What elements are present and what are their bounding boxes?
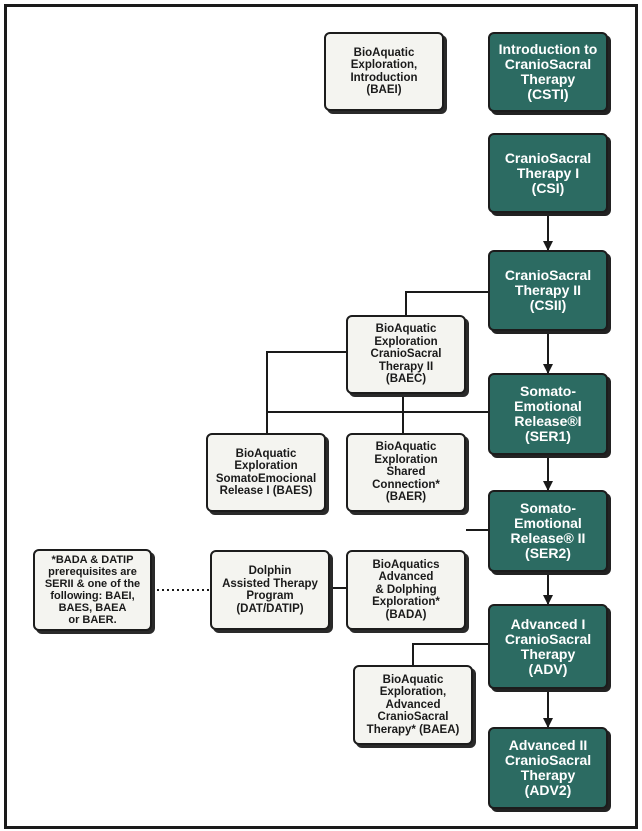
connector-csii-baec	[405, 291, 488, 315]
box-adv2-label: Advanced II CranioSacral Therapy (ADV2)	[504, 737, 592, 798]
box-baes: BioAquatic Exploration SomatoEmocional R…	[206, 433, 326, 512]
prerequisites-note-text: *BADA & DATIP prerequisites are SERII & …	[44, 554, 141, 626]
box-baei: BioAquatic Exploration, Introduction (BA…	[324, 32, 444, 111]
box-ser1: Somato- Emotional Release®I (SER1)	[488, 373, 608, 455]
box-baes-label: BioAquatic Exploration SomatoEmocional R…	[215, 447, 317, 498]
box-adv: Advanced I CranioSacral Therapy (ADV)	[488, 604, 608, 689]
box-baea: BioAquatic Exploration, Advanced CranioS…	[353, 665, 473, 745]
box-csti: Introduction to CranioSacral Therapy (CS…	[488, 32, 608, 112]
box-adv-label: Advanced I CranioSacral Therapy (ADV)	[504, 615, 592, 677]
box-csii-label: CranioSacral Therapy II (CSII)	[504, 267, 592, 313]
box-bada-label: BioAquatics Advanced & Dolphing Explorat…	[372, 558, 440, 621]
box-ser2-label: Somato- Emotional Release® II (SER2)	[510, 500, 586, 561]
connector-adv-baea	[412, 643, 488, 665]
box-baer: BioAquatic Exploration Shared Connection…	[346, 433, 466, 512]
box-bada: BioAquatics Advanced & Dolphing Explorat…	[346, 550, 466, 630]
prerequisites-note: *BADA & DATIP prerequisites are SERII & …	[33, 549, 152, 631]
box-baea-label: BioAquatic Exploration, Advanced CranioS…	[366, 673, 460, 736]
connector-baec-bracket	[266, 351, 346, 433]
box-csi-label: CranioSacral Therapy I (CSI)	[504, 149, 592, 196]
box-csi: CranioSacral Therapy I (CSI)	[488, 133, 608, 213]
box-baer-label: BioAquatic Exploration Shared Connection…	[372, 441, 440, 504]
box-adv2: Advanced II CranioSacral Therapy (ADV2)	[488, 727, 608, 809]
diagram-frame	[4, 4, 638, 829]
box-csti-label: Introduction to CranioSacral Therapy (CS…	[498, 41, 598, 102]
box-baei-label: BioAquatic Exploration, Introduction (BA…	[350, 46, 418, 97]
box-ser2: Somato- Emotional Release® II (SER2)	[488, 490, 608, 572]
box-baec: BioAquatic Exploration CranioSacral Ther…	[346, 315, 466, 394]
box-dat-label: Dolphin Assisted Therapy Program (DAT/DA…	[222, 565, 318, 615]
box-dat: Dolphin Assisted Therapy Program (DAT/DA…	[210, 550, 330, 630]
box-csii: CranioSacral Therapy II (CSII)	[488, 250, 608, 331]
box-baec-label: BioAquatic Exploration CranioSacral Ther…	[370, 323, 442, 386]
box-ser1-label: Somato- Emotional Release®I (SER1)	[514, 383, 582, 444]
